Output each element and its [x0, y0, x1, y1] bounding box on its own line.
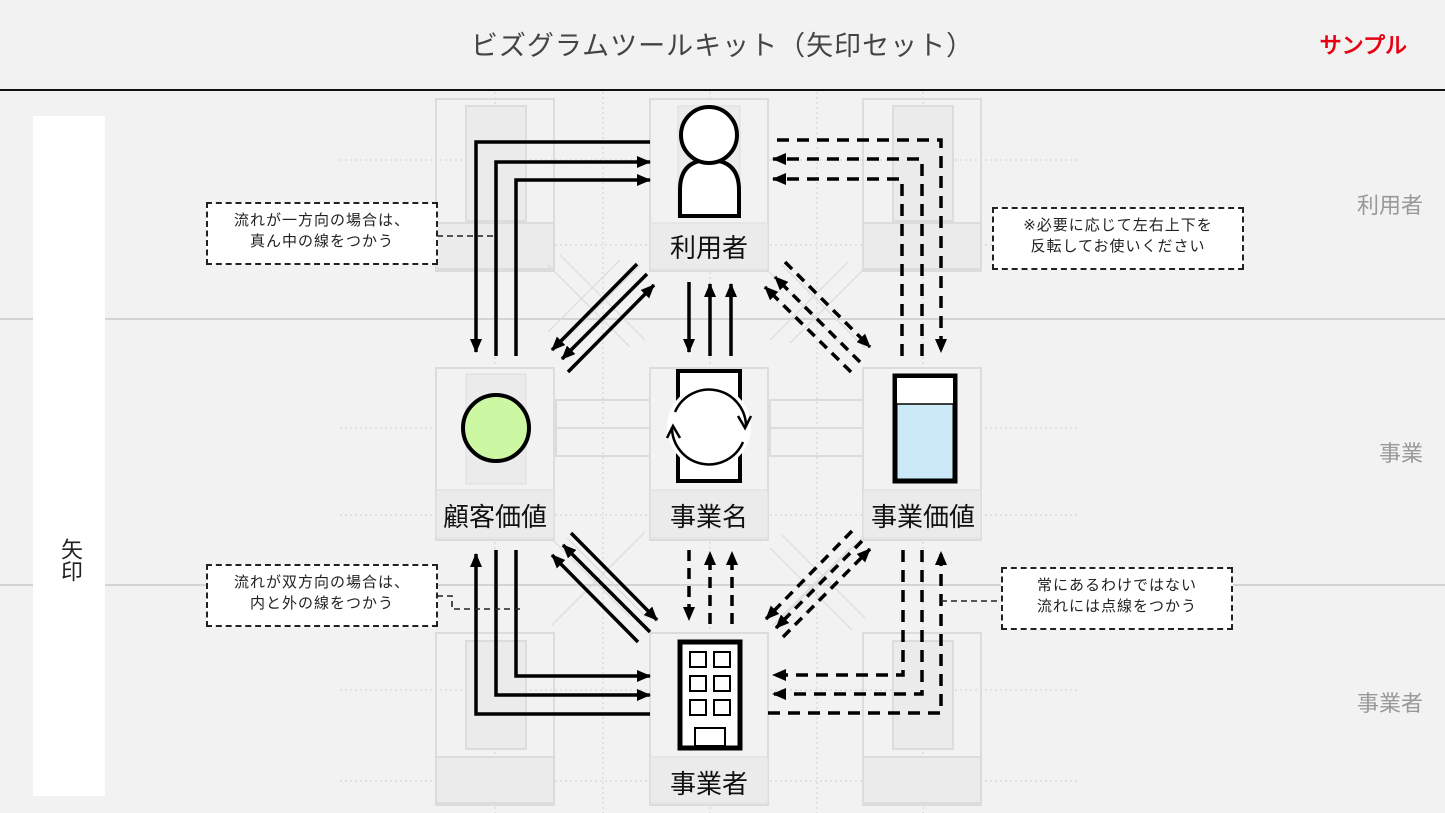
connector-business-name-operator[interactable] — [683, 550, 738, 624]
arrow-outer[interactable] — [470, 140, 650, 353]
filled-container-icon — [892, 373, 958, 484]
row-label-user: 利用者 — [1356, 194, 1423, 219]
sidebar-label: 矢印 — [57, 538, 82, 582]
node-user[interactable]: 利用者 — [649, 98, 769, 272]
arrow-diag[interactable] — [763, 285, 853, 374]
note-leaders — [437, 235, 1002, 610]
node-business-value[interactable]: 事業価値 — [862, 367, 982, 541]
arrow-outer[interactable] — [768, 551, 947, 715]
note-two-way: 流れが双方向の場合は、 内と外の線をつかう — [206, 564, 438, 627]
connector-customer-value-operator[interactable] — [470, 550, 651, 716]
node-label: 事業価値 — [871, 503, 975, 533]
connector-user-customer-value[interactable] — [470, 140, 651, 356]
sample-badge: サンプル — [1319, 34, 1407, 59]
header: ビズグラムツールキット（矢印セット） サンプル — [0, 0, 1445, 89]
header-divider — [0, 89, 1445, 91]
cycle-icon — [665, 369, 753, 483]
note-text: 常にあるわけではない — [1036, 576, 1197, 594]
arrow-diag[interactable] — [561, 543, 652, 634]
note-flip: ※必要に応じて左右上下を 反転してお使いください — [992, 207, 1244, 270]
arrow-inner[interactable] — [514, 174, 651, 356]
arrow-diag[interactable] — [560, 272, 649, 361]
arrow-inner[interactable] — [772, 550, 905, 681]
node-label: 事業者 — [670, 770, 748, 800]
row-label-operator: 事業者 — [1356, 692, 1423, 717]
connector-diagonal-customer-operator[interactable] — [550, 531, 659, 644]
note-dotted: 常にあるわけではない 流れには点線をつかう — [1001, 567, 1233, 630]
note-text: ※必要に応じて左右上下を — [1023, 216, 1213, 234]
arrow-outer[interactable] — [470, 553, 650, 716]
connector-diagonal-user-business-value[interactable] — [763, 260, 872, 374]
arrow-middle[interactable] — [772, 153, 924, 356]
arrow-diag[interactable] — [569, 531, 659, 622]
arrow-middle[interactable] — [494, 156, 651, 356]
circle-icon — [461, 393, 531, 463]
arrow-inner[interactable] — [514, 550, 651, 682]
arrow-diag[interactable] — [781, 547, 872, 639]
node-customer-value[interactable]: 顧客価値 — [435, 367, 555, 541]
arrow-middle[interactable] — [494, 550, 651, 701]
arrow-diag[interactable] — [773, 275, 862, 364]
arrow-diag[interactable] — [783, 260, 872, 349]
node-operator[interactable]: 事業者 — [649, 632, 769, 806]
note-text: 流れが双方向の場合は、 — [233, 573, 410, 591]
note-text: 真ん中の線をつかう — [249, 232, 394, 250]
connector-diagonal-user-customer[interactable] — [550, 262, 656, 374]
arrow-diag[interactable] — [550, 553, 640, 644]
sidebar-panel: 矢印 — [33, 116, 105, 796]
arrow-middle[interactable] — [772, 550, 924, 700]
arrow-inner[interactable] — [772, 173, 904, 356]
connector-user-business-name[interactable] — [683, 282, 737, 356]
arrow-diag[interactable] — [764, 529, 854, 621]
page-title: ビズグラムツールキット（矢印セット） — [470, 31, 975, 62]
arrow-diag[interactable] — [550, 262, 639, 352]
connector-business-value-operator[interactable] — [768, 550, 947, 715]
note-text: 内と外の線をつかう — [249, 594, 394, 612]
connector-diagonal-business-value-operator[interactable] — [764, 529, 872, 639]
node-label: 利用者 — [670, 234, 748, 264]
node-label: 事業名 — [670, 503, 748, 533]
node-business-name[interactable]: 事業名 — [649, 367, 769, 541]
person-icon — [678, 105, 741, 218]
note-text: 反転してお使いください — [1030, 237, 1206, 255]
building-icon — [677, 639, 743, 751]
note-text: 流れが一方向の場合は、 — [233, 211, 410, 229]
row-label-business: 事業 — [1378, 442, 1423, 467]
arrow-diag[interactable] — [774, 539, 864, 630]
arrow-diag[interactable] — [566, 283, 656, 374]
connector-user-business-value[interactable] — [772, 138, 947, 356]
node-label: 顧客価値 — [443, 503, 547, 533]
arrow-outer[interactable] — [777, 138, 947, 353]
row-divider — [0, 318, 1445, 320]
note-one-way: 流れが一方向の場合は、 真ん中の線をつかう — [206, 202, 438, 265]
note-text: 流れには点線をつかう — [1036, 597, 1197, 615]
row-divider — [0, 584, 1445, 586]
